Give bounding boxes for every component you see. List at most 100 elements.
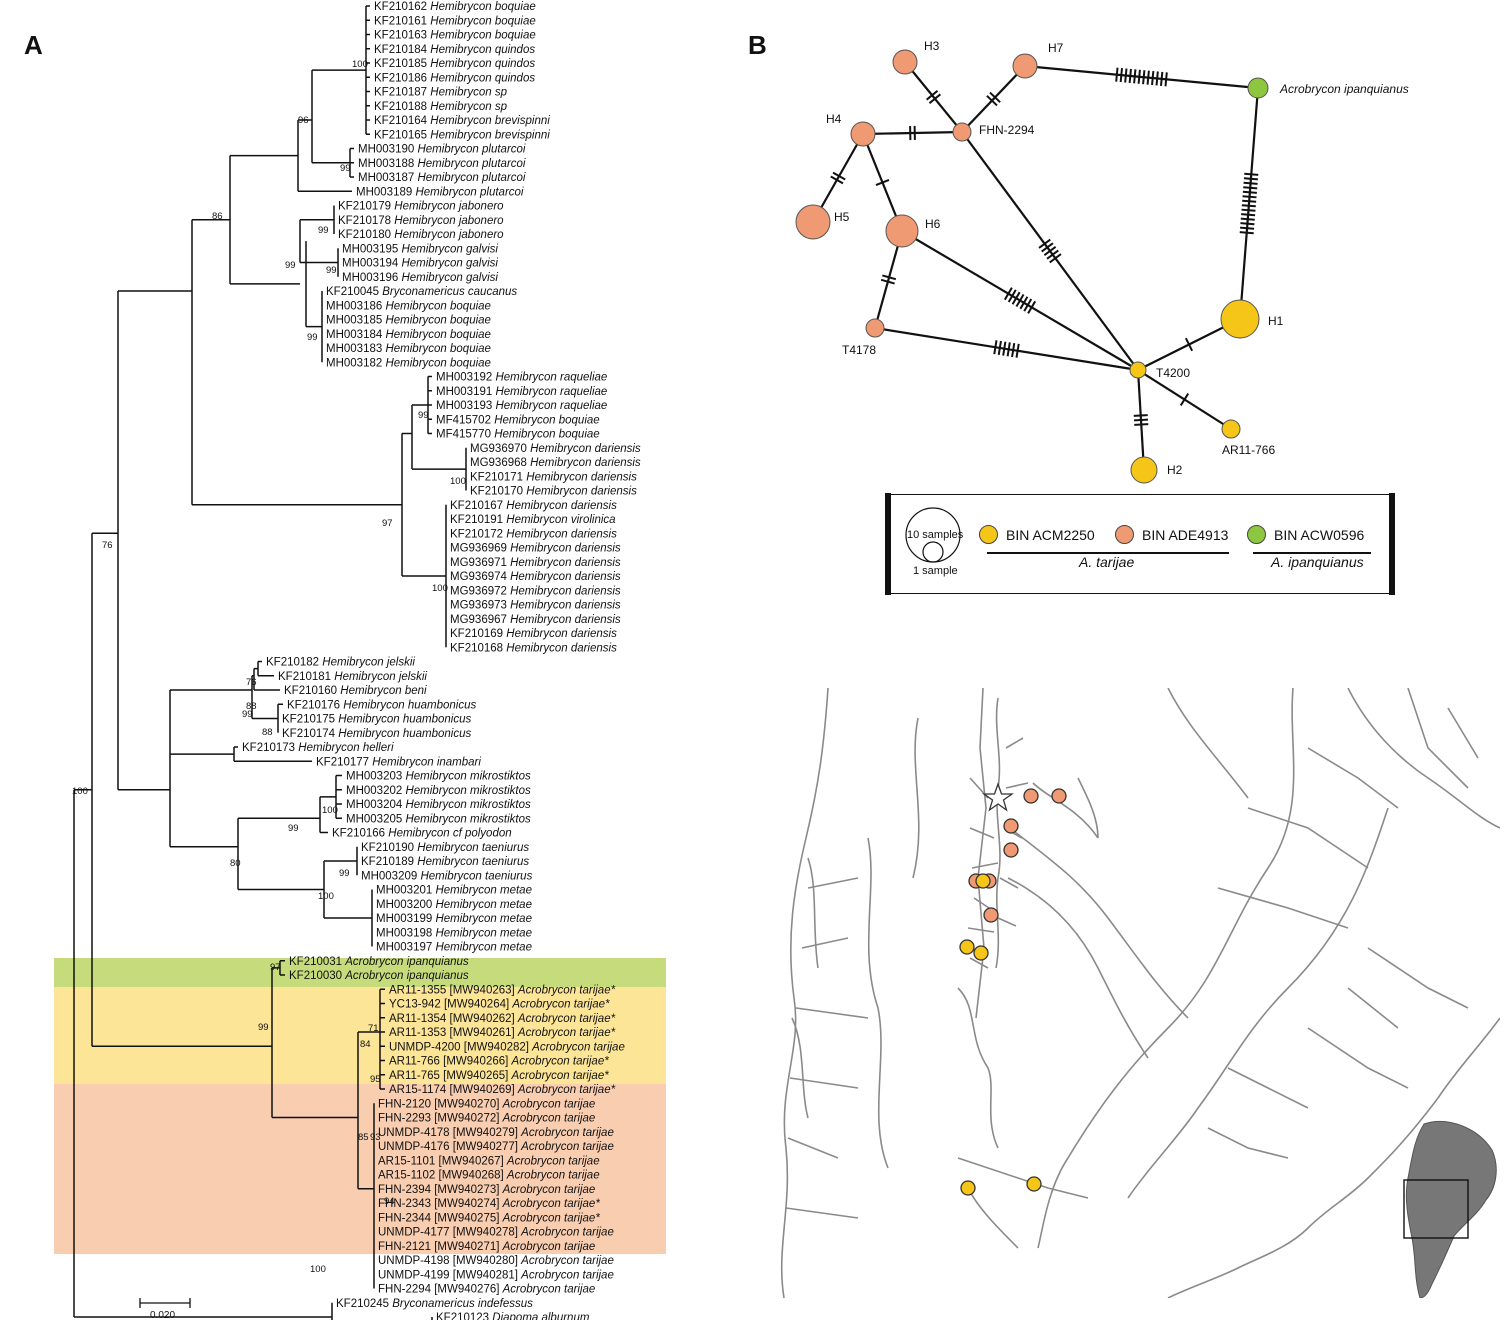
tree-tip-label: YC13-942 [MW940264] Acrobrycon tarijae* [389,999,610,1011]
tree-tip-label: FHN-2344 [MW940275] Acrobrycon tarijae* [378,1212,600,1224]
bootstrap-value: 71 [368,1023,379,1034]
tree-tip-label: AR11-1355 [MW940263] Acrobrycon tarijae* [389,984,616,996]
mutation-hatch [1242,199,1257,203]
mutation-hatch [1142,70,1146,85]
tree-tip-label: FHN-2394 [MW940273] Acrobrycon tarijae [378,1184,595,1196]
bootstrap-value: 100 [310,1264,326,1275]
tree-tip-label: KF210191 Hemibrycon virolinica [450,514,616,526]
tree-tip-label: UNMDP-4200 [MW940282] Acrobrycon tarijae [389,1041,625,1053]
tree-tip-label: MH003201 Hemibrycon metae [376,885,532,897]
mutation-hatch [1241,204,1256,208]
bootstrap-value: 99 [242,709,253,720]
tree-tip-label: KF210181 Hemibrycon jelskii [278,671,427,683]
label-fhn-2294: FHN-2294 [979,123,1035,137]
mutation-hatch [875,178,890,187]
tree-tip-label: MH003183 Hemibrycon boquiae [326,343,491,355]
tree-tip-label: KF210165 Hemibrycon brevispinni [374,129,550,141]
map-rivers-and-coastline [780,688,1500,1298]
tree-tip-label: UNMDP-4178 [MW940279] Acrobrycon tarijae [378,1127,614,1139]
node-h2 [1130,456,1158,484]
mutation-hatch [880,278,895,285]
mutation-hatch [1137,69,1141,84]
legend-item-acw0596: BIN ACW0596 [1247,525,1364,544]
mutation-hatch [1241,213,1256,217]
legend-dot-ade4913 [1115,525,1134,544]
tree-tip-label: MH003193 Hemibrycon raqueliae [436,400,607,412]
size-key [905,507,961,563]
tree-tip-label: UNMDP-4176 [MW940277] Acrobrycon tarijae [378,1141,614,1153]
tree-tip-label: UNMDP-4198 [MW940280] Acrobrycon tarijae [378,1255,614,1267]
bootstrap-value: 99 [326,265,337,276]
tree-tip-label: MH003209 Hemibrycon taeniurus [361,870,533,882]
map-marker-acm2250 [959,939,975,955]
bootstrap-value: 80 [230,858,241,869]
tree-tip-label: KF210189 Hemibrycon taeniurus [361,856,529,868]
clade-highlight-ipanquianus [54,958,666,987]
tree-tip-label: KF210185 Hemibrycon quindos [374,58,535,70]
mutation-hatch [1115,67,1119,82]
legend-dot-acm2250 [979,525,998,544]
map-marker-acm2250 [1026,1176,1042,1192]
tree-tip-label: MG936968 Hemibrycon dariensis [470,457,641,469]
mutation-hatch-marks [830,67,1259,426]
bootstrap-value: 96 [298,115,309,126]
legend-bar-right [1389,493,1395,595]
network-legend: 10 samples 1 sample BIN ACM2250 BIN ADE4… [885,493,1395,595]
tree-tip-label: FHN-2120 [MW940270] Acrobrycon tarijae [378,1098,595,1110]
tree-tip-label: MH003199 Hemibrycon metae [376,913,532,925]
label-h4: H4 [826,112,842,126]
map-marker-ade4913 [1003,842,1019,858]
mutation-hatch [1160,71,1164,86]
mutation-hatch [1133,69,1137,84]
tree-tip-label: KF210045 Bryconamericus caucanus [326,286,517,298]
tree-tip-label: MG936970 Hemibrycon dariensis [470,443,641,455]
tree-tip-label: MH003185 Hemibrycon boquiae [326,315,491,327]
tree-tip-label: KF210174 Hemibrycon huambonicus [282,728,471,740]
mutation-hatch [1242,190,1257,194]
tree-tip-label: MG936969 Hemibrycon dariensis [450,543,621,555]
tree-branches [73,5,467,1320]
tree-tip-label: KF210178 Hemibrycon jabonero [338,215,504,227]
bootstrap-value: 95 [370,1074,381,1085]
tree-tip-label: UNMDP-4177 [MW940278] Acrobrycon tarijae [378,1227,614,1239]
label-h1: H1 [1268,314,1284,328]
tree-tip-label: KF210184 Hemibrycon quindos [374,44,535,56]
node-t4178 [865,318,885,338]
mutation-hatch [1023,298,1033,312]
mutation-hatch [997,340,1002,356]
tree-tip-label: KF210160 Hemibrycon beni [284,685,427,697]
panel-label-a: A [24,30,43,60]
tree-tip-label: AR11-765 [MW940265] Acrobrycon tarijae* [389,1070,609,1082]
network-nodes [795,49,1269,484]
mutation-hatch [1243,177,1258,181]
mutation-hatch [1128,68,1132,84]
mutation-hatch [1240,222,1255,226]
mutation-hatch [1155,71,1159,86]
mutation-hatch [1049,253,1062,264]
bootstrap-value: 99 [288,823,299,834]
scale-bar-label: 0.020 [150,1310,175,1320]
mutation-hatch [1133,414,1148,417]
tree-tip-label: MH003191 Hemibrycon raqueliae [436,386,607,398]
tree-tip-label: FHN-2293 [MW940272] Acrobrycon tarijae [378,1113,595,1125]
bootstrap-value: 97 [382,518,393,529]
bootstrap-value: 99 [339,868,350,879]
mutation-hatch [1046,249,1059,260]
tree-tip-label: MH003190 Hemibrycon plutarcoi [358,144,526,156]
node-acrobrycon-ipanquianus [1247,77,1269,99]
tree-tip-label: KF210173 Hemibrycon helleri [242,742,394,754]
map-markers [959,782,1067,1196]
mutation-hatch [1134,423,1149,426]
tree-tip-label: MG936972 Hemibrycon dariensis [450,585,621,597]
label-t4178: T4178 [842,343,876,357]
tree-tip-label: MG936967 Hemibrycon dariensis [450,614,621,626]
mutation-hatch [1002,341,1007,356]
tree-tip-label: MH003182 Hemibrycon boquiae [326,357,491,369]
mutation-hatch [1119,68,1123,83]
mutation-hatch [1011,342,1016,358]
bootstrap-value: 97 [270,962,281,973]
mutation-hatch [1243,186,1258,190]
mutation-hatch [1243,181,1258,185]
label-h5: H5 [834,210,850,224]
map-marker-acm2250 [960,1180,976,1196]
